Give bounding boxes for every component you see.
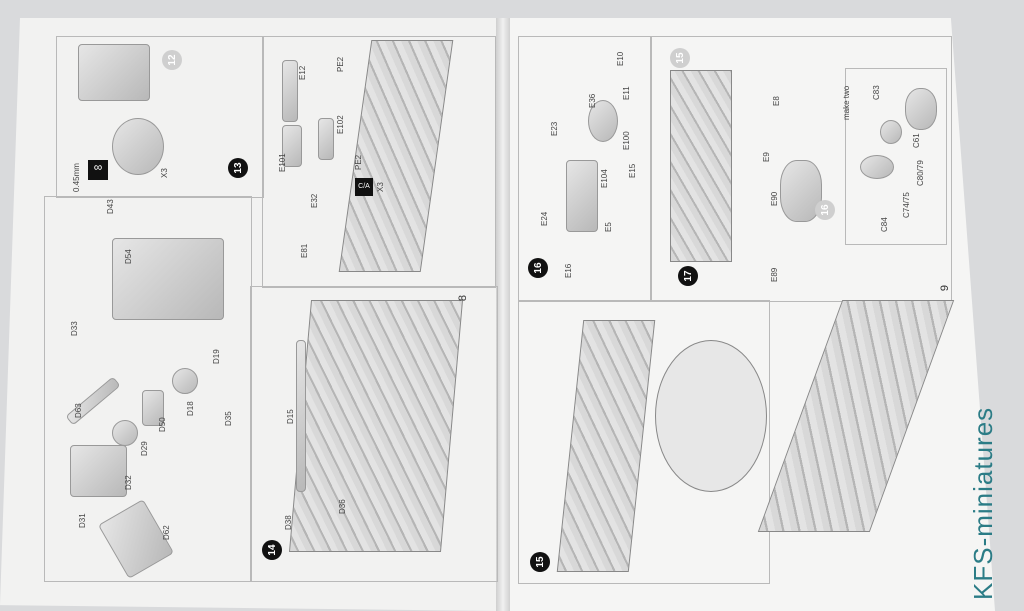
make-two-note: make two: [842, 85, 851, 120]
part-label: C80/79: [916, 160, 925, 186]
part-label: D36: [338, 499, 347, 514]
panel-step-16: [518, 36, 652, 302]
tube-part: [282, 125, 302, 167]
step-15-badge: 15: [530, 552, 550, 572]
part-label: X3: [376, 182, 385, 192]
chassis-diagram-17: [670, 70, 732, 262]
axle-housing-part: [566, 160, 598, 232]
hull-diagram-14: [288, 300, 464, 552]
part-label: E12: [298, 65, 307, 80]
flange-part: [860, 155, 894, 179]
part-label: D29: [140, 441, 149, 456]
drum-part: [172, 368, 198, 394]
part-label: E32: [310, 193, 319, 208]
part-label: PE2: [354, 154, 363, 170]
panel-step-13-hull: [262, 36, 496, 288]
cylinder-part: [142, 390, 164, 426]
panel-step-12-13: [56, 36, 264, 198]
watermark: KFS-miniatures: [968, 406, 998, 600]
part-label: D35: [224, 411, 233, 426]
wheel-hub-part: [905, 88, 937, 130]
differential-part: [780, 160, 822, 222]
part-label: E89: [770, 267, 779, 282]
part-label: E9: [762, 152, 771, 162]
housing-part: [70, 445, 127, 497]
part-label: D43: [106, 199, 115, 214]
part-label: E102: [336, 115, 345, 134]
part-label: D19: [212, 349, 221, 364]
panel-step-17: [650, 36, 952, 302]
part-label: D38: [284, 515, 293, 530]
rod-part: [282, 60, 298, 122]
part-label: D15: [286, 409, 295, 424]
panel-step-14: [250, 286, 498, 582]
part-label: E81: [300, 243, 309, 258]
part-label: E10: [616, 51, 625, 66]
part-diagram: [78, 44, 150, 101]
page-number-8: 8: [457, 294, 470, 302]
part-label: E5: [604, 222, 613, 232]
tube-part: [318, 118, 334, 160]
part-label: E16: [564, 263, 573, 278]
step-17-badge: 17: [678, 266, 698, 286]
step-13-badge: 13: [228, 158, 248, 178]
wire-note: 0.45mm: [72, 163, 81, 192]
part-label: E101: [278, 153, 287, 172]
part-label: E90: [770, 191, 779, 206]
step-16-badge: 16: [528, 258, 548, 278]
step-14-badge: 14: [262, 540, 282, 560]
part-label: C83: [872, 85, 881, 100]
part-label: E24: [540, 211, 549, 226]
part-label: C61: [912, 133, 921, 148]
part-label: E15: [628, 163, 637, 178]
part-label: D54: [124, 249, 133, 264]
part-label: D33: [70, 321, 79, 336]
part-label: E23: [550, 121, 559, 136]
part-label: E100: [622, 131, 631, 150]
step-16-ref-badge: 16: [815, 200, 835, 220]
part-label: E11: [622, 86, 631, 100]
panel-step-15: [518, 300, 770, 584]
part-label: D31: [78, 513, 87, 528]
part-label: D18: [186, 401, 195, 416]
booklet-spine: [496, 18, 510, 611]
panel-make-two: [845, 68, 947, 245]
part-label: PE2: [336, 56, 345, 72]
winch-assembly: [112, 238, 224, 320]
part-label: D32: [124, 475, 133, 490]
panel-step-13-parts: [44, 196, 252, 582]
camo-color-chip: C/A: [355, 178, 373, 196]
step-15-ref-badge: 15: [670, 48, 690, 68]
disc-part: [112, 420, 138, 446]
winch-part: [112, 118, 164, 175]
part-label: D50: [158, 417, 167, 432]
wire-icon: ∞: [88, 160, 108, 180]
detail-callout: [655, 340, 767, 492]
part-label: E36: [588, 93, 597, 108]
shaft-part: [296, 340, 306, 492]
part-label: C84: [880, 217, 889, 232]
hub-part: [588, 100, 618, 142]
ball-joint-part: [880, 120, 902, 144]
part-label: X3: [160, 168, 169, 178]
page-number-9: 9: [939, 284, 952, 292]
part-label: E104: [600, 169, 609, 188]
part-label: E8: [772, 96, 781, 106]
step-12-badge: 12: [162, 50, 182, 70]
part-label: C74/75: [902, 192, 911, 218]
part-label: D63: [74, 403, 83, 418]
part-label: D62: [162, 525, 171, 540]
